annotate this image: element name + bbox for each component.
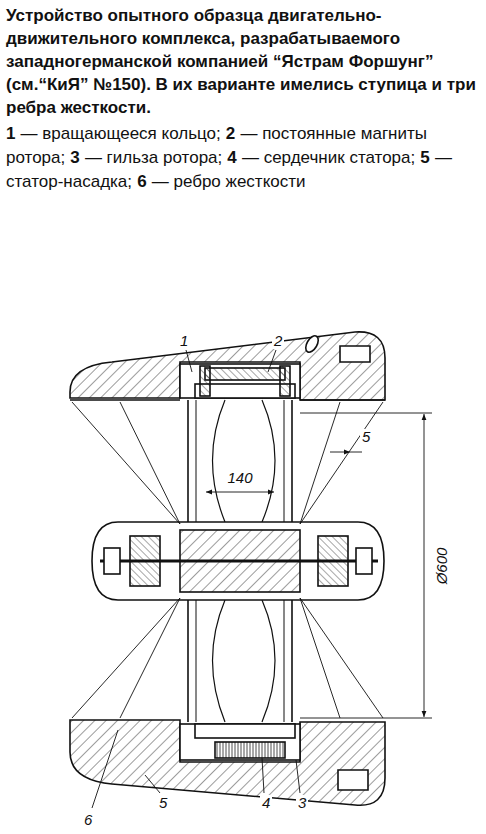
dimension-line xyxy=(330,452,350,453)
callout-number: 1 xyxy=(178,333,190,349)
part-list: 1— вращающееся кольцо;2— постоянные магн… xyxy=(6,122,476,194)
part-name: — ребро жесткости xyxy=(152,172,306,191)
part-name: — сердечник статора; xyxy=(242,148,415,167)
part-name: — вращающееся кольцо; xyxy=(21,124,221,143)
part-number: 3 xyxy=(70,148,79,167)
blade xyxy=(213,400,276,522)
callout-number: 5 xyxy=(157,795,169,811)
dimensions xyxy=(92,350,432,808)
callout-number: 4 xyxy=(260,795,272,811)
nozzle-top xyxy=(70,332,385,400)
housing xyxy=(70,332,385,805)
leader-line xyxy=(268,350,276,372)
leader-line xyxy=(186,350,192,372)
callout-number: 3 xyxy=(296,795,308,811)
part-number: 4 xyxy=(227,148,236,167)
leader-line xyxy=(296,760,300,793)
part-name: — гильза ротора; xyxy=(85,148,222,167)
rotating-ring xyxy=(180,724,300,760)
stiffening-rib xyxy=(72,402,383,718)
extension-line xyxy=(300,413,432,414)
leader-line xyxy=(262,758,264,793)
shaft xyxy=(100,560,378,563)
dimension-label: 140 xyxy=(226,470,255,486)
stator-core xyxy=(200,366,210,396)
part-number: 2 xyxy=(226,124,235,143)
dimension-line xyxy=(350,452,362,453)
rotor-magnets xyxy=(205,368,285,380)
part-number: 6 xyxy=(137,172,146,191)
blade xyxy=(213,600,276,722)
clamp xyxy=(303,334,321,355)
part-number: 5 xyxy=(420,148,429,167)
bore-line xyxy=(70,399,180,401)
rotor-sleeve xyxy=(195,724,295,738)
nut xyxy=(104,548,120,574)
bore-line xyxy=(300,399,385,401)
callout-number: 5 xyxy=(360,429,372,445)
stator-core xyxy=(280,366,290,396)
callout-number: 2 xyxy=(272,333,284,349)
part-number: 1 xyxy=(6,124,15,143)
leader-line xyxy=(145,775,160,793)
stator-core xyxy=(215,742,285,758)
extension-line xyxy=(300,718,432,719)
leader-line xyxy=(92,730,118,808)
dimension-line xyxy=(206,492,274,493)
clamp xyxy=(340,346,370,362)
dimension-label: Ø600 xyxy=(434,546,450,587)
hub xyxy=(92,522,384,600)
nut xyxy=(356,548,372,574)
dimension-line xyxy=(424,414,425,717)
rotating-ring xyxy=(180,364,300,398)
clamp xyxy=(338,770,368,790)
callout-number: 6 xyxy=(82,812,94,828)
figure-title: Устройство опытного образца двигательно-… xyxy=(6,4,476,119)
